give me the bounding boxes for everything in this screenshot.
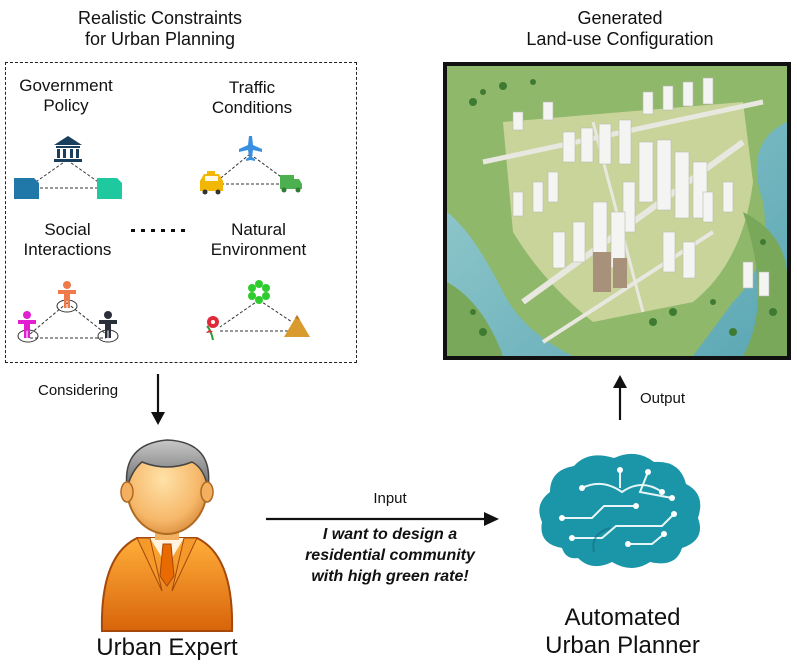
urban-expert-avatar: [100, 439, 234, 632]
natural-environment-label: Natural Environment: [210, 220, 307, 259]
planner-line1: Automated: [564, 604, 681, 631]
constraints-box: [5, 62, 357, 363]
urban-expert-label: Urban Expert: [96, 634, 238, 661]
planner-line2: Urban Planner: [545, 631, 700, 659]
output-label: Output: [640, 390, 686, 407]
brain-icon: [539, 453, 701, 568]
considering-arrow: [151, 374, 165, 425]
airplane-icon: [239, 136, 262, 161]
output-title: Generated Land-use Configuration: [490, 8, 750, 49]
document-blue-icon: [14, 178, 39, 199]
bank-icon: [54, 136, 82, 162]
person-dark-icon: [99, 311, 117, 338]
social-interactions-label: Social Interactions: [23, 220, 112, 259]
truck-icon: [280, 175, 302, 193]
prompt-line1: I want to design a: [322, 526, 458, 543]
ellipsis-dots: [131, 229, 185, 232]
taxi-icon: [200, 171, 223, 195]
person-magenta-icon: [18, 311, 36, 338]
tie: [159, 543, 175, 587]
traffic-conditions-label: Traffic Conditions: [211, 78, 293, 117]
constraints-title-line2: for Urban Planning: [84, 28, 236, 49]
prompt-text: I want to design a residential community…: [270, 525, 510, 587]
input-label: Input: [373, 490, 407, 507]
hair: [125, 439, 210, 489]
planner-label: Automated Urban Planner: [520, 604, 725, 659]
constraints-title-line1: Realistic Constraints: [77, 8, 243, 28]
document-teal-icon: [97, 178, 122, 199]
constraints-icons: [14, 136, 310, 343]
nature-triangle: [219, 299, 293, 332]
green-flower-icon: [248, 280, 270, 304]
output-arrow: [613, 375, 627, 420]
considering-label: Considering: [38, 382, 119, 399]
person-orange-icon: [58, 281, 76, 308]
red-flower-icon: [206, 316, 219, 341]
mountain-icon: [284, 315, 310, 337]
constraints-title: Realistic Constraints for Urban Planning: [40, 8, 280, 49]
output-title-line2: Land-use Configuration: [526, 28, 714, 49]
prompt-line2: residential community: [305, 546, 475, 564]
output-title-line1: Generated: [577, 8, 663, 28]
traffic-triangle: [215, 153, 289, 185]
input-arrow: [266, 512, 499, 526]
prompt-line3: with high green rate!: [311, 567, 469, 585]
government-policy-label: Government Policy: [19, 76, 113, 115]
government-triangle: [29, 159, 105, 189]
land-use-image: [443, 62, 791, 360]
